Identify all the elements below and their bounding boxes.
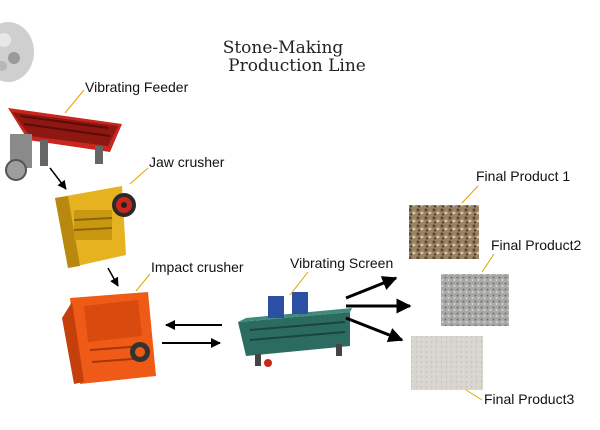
title-line-2: Production Line: [228, 56, 366, 76]
arrow-feeder-to-jaw: [49, 167, 67, 190]
jaw-label-leader: [129, 167, 149, 185]
final-product-3-image: [411, 336, 483, 390]
impact-label-leader: [135, 273, 151, 292]
vibrating-screen-image: [238, 292, 352, 367]
final-product-1-label: Final Product 1: [476, 168, 570, 184]
jaw-crusher-image: [55, 186, 136, 268]
jaw-crusher-label: Jaw crusher: [149, 154, 225, 170]
product-3-label-leader: [465, 389, 483, 401]
arrow-to-product-3: [345, 316, 404, 343]
raw-stone-image: [0, 22, 34, 82]
arrow-to-product-1: [345, 276, 398, 300]
feeder-label-leader: [64, 89, 85, 114]
vibrating-screen-label: Vibrating Screen: [290, 255, 393, 271]
vibrating-feeder-image: [5, 108, 122, 181]
vibrating-feeder-label: Vibrating Feeder: [85, 79, 189, 95]
title-line-1: Stone-Making: [223, 38, 344, 58]
final-product-1-image: [409, 205, 479, 259]
impact-crusher-image: [62, 292, 156, 384]
screen-label-leader: [289, 271, 309, 296]
arrow-jaw-to-impact: [107, 267, 119, 287]
impact-crusher-label: Impact crusher: [151, 259, 244, 275]
product-2-label-leader: [481, 253, 495, 273]
final-product-3-label: Final Product3: [484, 391, 574, 407]
final-product-2-label: Final Product2: [491, 237, 581, 253]
final-product-2-image: [441, 274, 509, 326]
product-1-label-leader: [461, 185, 479, 204]
